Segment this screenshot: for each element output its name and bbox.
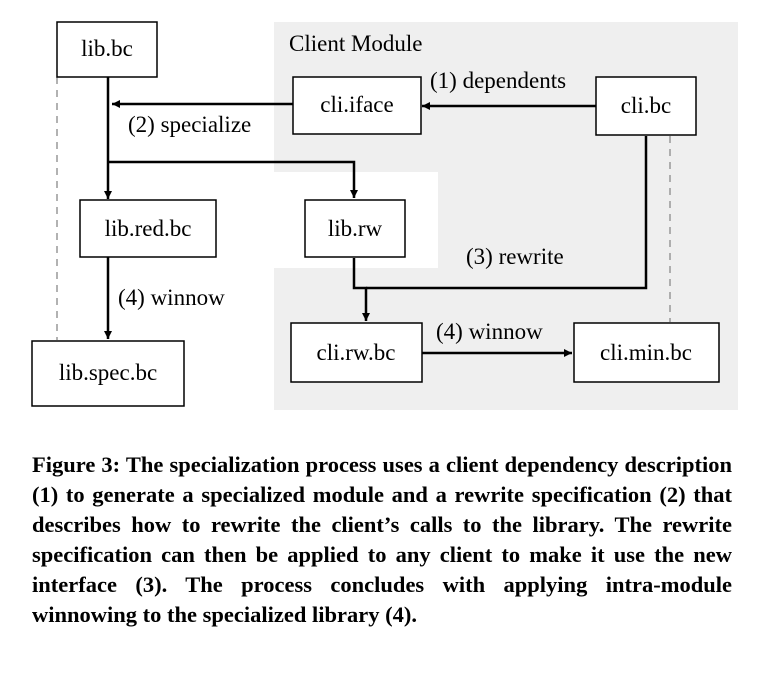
edge-label-rewrite: (3) rewrite xyxy=(466,244,564,269)
node-cli-iface: cli.iface xyxy=(292,76,422,135)
node-lib-bc-label: lib.bc xyxy=(81,36,133,61)
edge-label-dependents: (1) dependents xyxy=(430,68,566,93)
node-cli-bc-label: cli.bc xyxy=(621,93,671,118)
arrow-lib-rw-to-cli-rw xyxy=(352,258,370,321)
edge-label-winnow-lib: (4) winnow xyxy=(118,285,225,310)
node-lib-red-bc: lib.red.bc xyxy=(79,199,217,258)
arrow-rewrite xyxy=(366,136,648,290)
node-lib-spec-bc-label: lib.spec.bc xyxy=(59,360,157,385)
arrow-lib-to-lib-rw xyxy=(108,160,358,198)
edge-label-winnow-cli: (4) winnow xyxy=(436,319,543,344)
node-lib-rw: lib.rw xyxy=(304,199,406,258)
specialization-diagram: Client Module lib.bc cli.iface cli.bc li… xyxy=(31,21,738,410)
node-lib-rw-label: lib.rw xyxy=(328,216,383,241)
figure-caption: Figure 3: The specialization process use… xyxy=(32,452,732,627)
node-cli-iface-label: cli.iface xyxy=(320,92,393,117)
node-lib-bc: lib.bc xyxy=(56,21,158,78)
edge-label-specialize: (2) specialize xyxy=(128,112,251,137)
node-cli-min-bc-label: cli.min.bc xyxy=(600,340,692,365)
client-module-label: Client Module xyxy=(289,31,423,56)
node-lib-spec-bc: lib.spec.bc xyxy=(31,340,185,407)
node-cli-rw-bc: cli.rw.bc xyxy=(290,322,423,383)
node-cli-bc: cli.bc xyxy=(595,76,697,136)
node-cli-rw-bc-label: cli.rw.bc xyxy=(317,340,396,365)
node-cli-min-bc: cli.min.bc xyxy=(573,322,720,383)
node-lib-red-bc-label: lib.red.bc xyxy=(105,216,192,241)
